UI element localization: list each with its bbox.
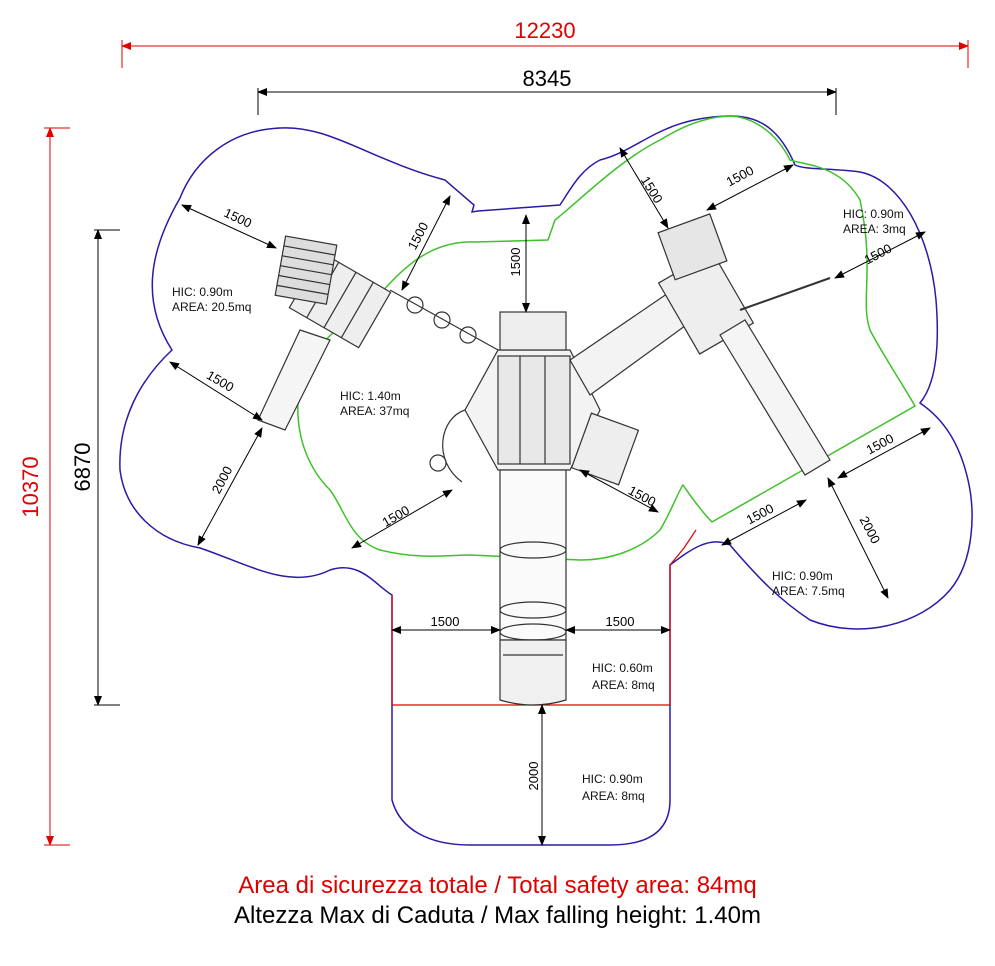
dim-1500-center-right: 1500	[626, 483, 659, 510]
equipment-height-label: 6870	[70, 443, 95, 492]
top-platform	[499, 311, 567, 351]
left-ladder	[274, 235, 338, 305]
bottom-zone-hic: HIC: 0.90m	[582, 772, 643, 786]
max-falling-height-caption: Altezza Max di Caduta / Max falling heig…	[234, 902, 761, 929]
tube-slide	[499, 469, 567, 641]
dim-1500-bridge: 1500	[405, 220, 432, 253]
dim-2000-left: 2000	[209, 464, 236, 497]
topright-zone-hic: HIC: 0.90m	[843, 207, 904, 221]
left-zone-hic: HIC: 0.90m	[172, 285, 233, 299]
outer-safety-zone	[119, 115, 973, 846]
dim-1500-right-low: 1500	[744, 501, 777, 528]
tube-zone-area: AREA: 8mq	[592, 678, 655, 692]
dim-2000-bottom: 2000	[526, 762, 541, 791]
center-zone-area: AREA: 37mq	[340, 404, 409, 418]
steering-wheel-panel	[442, 409, 466, 483]
total-safety-area-caption: Area di sicurezza totale / Total safety …	[238, 872, 757, 899]
dim-1500-top-center: 1500	[508, 248, 523, 277]
dim-1500-left-top: 1500	[222, 205, 255, 231]
slide-exit	[499, 639, 567, 706]
right-slide	[719, 319, 831, 476]
dim-1500-right-mid: 1500	[864, 431, 897, 458]
overall-width-label: 12230	[514, 18, 575, 43]
left-zone-area: AREA: 20.5mq	[172, 300, 251, 314]
dim-1500-top-right-b: 1500	[724, 163, 757, 190]
overall-height-label: 10370	[18, 456, 43, 517]
tube-zone-hic: HIC: 0.60m	[592, 661, 653, 675]
topright-zone-area: AREA: 3mq	[843, 222, 906, 236]
dim-1500-tube-left: 1500	[431, 614, 460, 629]
right-zone-area: AREA: 7.5mq	[772, 584, 845, 598]
dim-1500-center-left: 1500	[379, 502, 412, 529]
bottom-zone-area: AREA: 8mq	[582, 789, 645, 803]
center-zone-hic: HIC: 1.40m	[340, 389, 401, 403]
climbing-frame	[657, 213, 728, 281]
dim-2000-right: 2000	[857, 514, 884, 547]
equipment-width-label: 8345	[523, 66, 572, 91]
dim-1500-top-right-a: 1500	[638, 173, 666, 205]
dim-1500-tube-right: 1500	[606, 614, 635, 629]
playground-equipment	[257, 213, 831, 706]
right-zone-hic: HIC: 0.90m	[772, 569, 833, 583]
left-slide	[257, 329, 331, 431]
dim-1500-left-mid: 1500	[204, 367, 237, 394]
